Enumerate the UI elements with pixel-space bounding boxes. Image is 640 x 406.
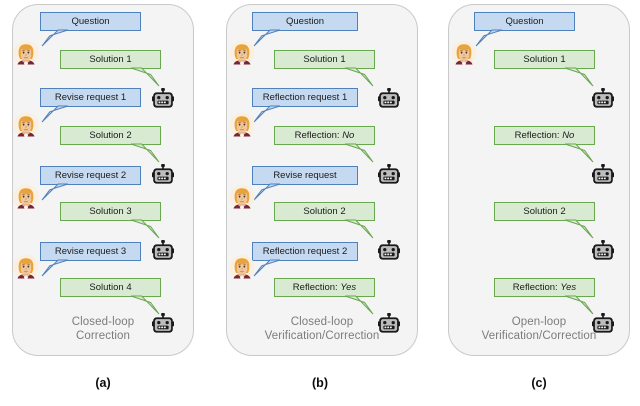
robot-icon — [592, 164, 614, 188]
panel-c-caption: Open-loop Verification/Correction — [449, 315, 629, 343]
robot-icon — [378, 164, 400, 188]
bubble-text: Solution 2 — [523, 206, 566, 217]
bubble-text: Solution 1 — [89, 54, 132, 65]
bubble-text: Solution 1 — [523, 54, 566, 65]
assistant-message-bubble: Reflection: No — [274, 126, 375, 145]
bubble-text: Solution 1 — [303, 54, 346, 65]
figure-letter-c: (c) — [531, 376, 547, 390]
assistant-message-bubble: Solution 1 — [274, 50, 375, 69]
user-message-bubble: Question — [40, 12, 141, 31]
assistant-message-bubble: Solution 1 — [60, 50, 161, 69]
robot-icon — [378, 240, 400, 264]
panel-a-caption: Closed-loop Correction — [13, 315, 193, 343]
bubble-emphasis-text: No — [562, 130, 575, 141]
user-avatar-icon — [229, 40, 255, 66]
bubble-text: Reflection: Yes — [512, 282, 577, 293]
assistant-message-bubble: Solution 3 — [60, 202, 161, 221]
user-avatar-icon — [13, 40, 39, 66]
assistant-message-bubble: Reflection: No — [494, 126, 595, 145]
user-message-bubble: Revise request 3 — [40, 242, 141, 261]
user-message-bubble: Revise request 2 — [40, 166, 141, 185]
panel-a-caption-line1: Closed-loop — [71, 316, 135, 328]
assistant-message-bubble: Reflection: Yes — [494, 278, 595, 297]
robot-icon — [152, 313, 174, 337]
panel-a-caption-line2: Correction — [75, 330, 131, 342]
bubble-text: Revise request — [273, 170, 337, 181]
user-message-bubble: Reflection request 2 — [252, 242, 358, 261]
bubble-text: Revise request 1 — [54, 92, 127, 103]
bubble-text: Question — [505, 16, 544, 27]
robot-icon — [592, 88, 614, 112]
figure-letter-a: (a) — [95, 376, 111, 390]
bubble-emphasis-text: No — [342, 130, 355, 141]
robot-icon — [152, 164, 174, 188]
robot-icon — [378, 313, 400, 337]
user-message-bubble: Reflection request 1 — [252, 88, 358, 107]
bubble-text: Reflection request 2 — [262, 246, 348, 257]
bubble-text: Reflection: Yes — [292, 282, 357, 293]
bubble-emphasis-text: Yes — [340, 282, 357, 293]
assistant-message-bubble: Solution 2 — [494, 202, 595, 221]
panel-b-caption: Closed-loop Verification/Correction — [227, 315, 417, 343]
panel-c-caption-line2: Verification/Correction — [481, 330, 597, 342]
bubble-text: Solution 2 — [303, 206, 346, 217]
bubble-text: Question — [285, 16, 325, 27]
panel-c-caption-line1: Open-loop — [511, 316, 567, 328]
user-avatar-icon — [13, 184, 39, 210]
figure-letter-b: (b) — [312, 376, 328, 390]
user-avatar-icon — [229, 184, 255, 210]
user-avatar-icon — [229, 112, 255, 138]
assistant-message-bubble: Reflection: Yes — [274, 278, 375, 297]
user-avatar-icon — [13, 254, 39, 280]
bubble-text: Question — [71, 16, 110, 27]
robot-icon — [152, 88, 174, 112]
bubble-text: Reflection request 1 — [262, 92, 348, 103]
robot-icon — [378, 88, 400, 112]
bubble-text: Solution 2 — [89, 130, 132, 141]
user-message-bubble: Question — [474, 12, 575, 31]
assistant-message-bubble: Solution 1 — [494, 50, 595, 69]
bubble-text: Revise request 2 — [54, 170, 127, 181]
bubble-text: Revise request 3 — [54, 246, 127, 257]
user-message-bubble: Revise request 1 — [40, 88, 141, 107]
bubble-text: Solution 3 — [89, 206, 132, 217]
assistant-message-bubble: Solution 2 — [60, 126, 161, 145]
user-avatar-icon — [13, 112, 39, 138]
user-message-bubble: Question — [252, 12, 358, 31]
panel-b-caption-line2: Verification/Correction — [264, 330, 380, 342]
user-avatar-icon — [229, 254, 255, 280]
user-message-bubble: Revise request — [252, 166, 358, 185]
assistant-message-bubble: Solution 4 — [60, 278, 161, 297]
robot-icon — [592, 240, 614, 264]
assistant-message-bubble: Solution 2 — [274, 202, 375, 221]
bubble-emphasis-text: Yes — [560, 282, 577, 293]
robot-icon — [152, 240, 174, 264]
user-avatar-icon — [451, 40, 477, 66]
bubble-text: Reflection: No — [294, 130, 355, 141]
bubble-text: Reflection: No — [514, 130, 575, 141]
panel-b-caption-line1: Closed-loop — [290, 316, 354, 328]
robot-icon — [592, 313, 614, 337]
bubble-text: Solution 4 — [89, 282, 132, 293]
